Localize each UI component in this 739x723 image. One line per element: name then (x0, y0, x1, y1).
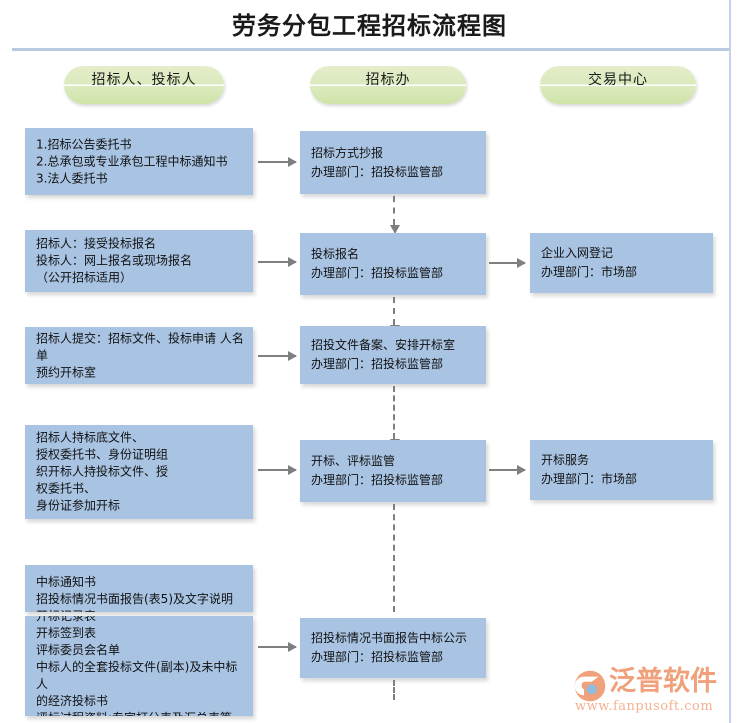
column-header-bid-office: 招标办 (310, 66, 466, 104)
step-box-r3c2[interactable]: 招投文件备案、安排开标室 办理部门：招投标监管部 (300, 326, 486, 384)
arrow-r5c1-to-r5c2 (258, 642, 297, 652)
step-box-r4c3-text: 开标服务 办理部门：市场部 (541, 453, 638, 486)
step-box-r4c1[interactable]: 招标人持标底文件、 授权委托书、身份证明组 织开标人持投标文件、授 权委托书、 … (25, 425, 253, 519)
arrow-r1c1-to-r1c2 (258, 157, 297, 167)
column-header-trading-center: 交易中心 (540, 66, 696, 104)
step-box-r4c3[interactable]: 开标服务 办理部门：市场部 (530, 440, 713, 500)
step-box-r2c1[interactable]: 招标人：接受投标报名 投标人：网上报名或现场报名 （公开招标适用） (25, 230, 253, 292)
step-box-r2c2[interactable]: 投标报名 办理部门：招投标监管部 (300, 233, 486, 295)
step-box-r4c1-text: 招标人持标底文件、 授权委托书、身份证明组 织开标人持投标文件、授 权委托书、 … (36, 430, 169, 513)
connector-r5c2-down (393, 680, 395, 700)
column-header-bidder-label: 招标人、投标人 (91, 72, 197, 88)
step-box-r1c2-text: 招标方式抄报 办理部门：招投标监管部 (311, 145, 444, 179)
column-header-bid-office-label: 招标办 (365, 72, 411, 88)
step-box-r2c2-text: 投标报名 办理部门：招投标监管部 (311, 247, 444, 280)
arrow-r2c2-to-r3c2 (390, 297, 400, 334)
brand-logo: 泛普软件 www.fanpusoft.com (573, 655, 723, 717)
column-header-trading-center-label: 交易中心 (588, 72, 648, 88)
step-box-r4c2-text: 开标、评标监管 办理部门：招投标监管部 (311, 454, 444, 487)
arrow-r3c1-to-r3c2 (258, 351, 297, 361)
step-box-r3c1[interactable]: 招标人提交：招标文件、投标申请 人名单 预约开标室 (25, 327, 253, 384)
arrow-r1c2-to-r2c2 (390, 196, 400, 234)
step-box-r1c2[interactable]: 招标方式抄报 办理部门：招投标监管部 (300, 131, 486, 194)
fanpu-logo-icon (574, 670, 606, 702)
step-box-r5c1-upper[interactable]: 中标通知书 招投标情况书面报告(表5)及文字说明 开标记录表 (25, 565, 253, 612)
step-box-r5c1-upper-text: 中标通知书 招投标情况书面报告(表5)及文字说明 开标记录表 (36, 575, 233, 612)
page-title: 劳务分包工程招标流程图 (232, 11, 507, 40)
step-box-r3c1-text: 招标人提交：招标文件、投标申请 人名单 预约开标室 (36, 331, 244, 379)
step-box-r2c1-text: 招标人：接受投标报名 投标人：网上报名或现场报名 （公开招标适用） (36, 236, 193, 285)
step-box-r5c2-text: 招投标情况书面报告中标公示 办理部门：招投标监管部 (311, 631, 468, 664)
arrow-r4c1-to-r4c2 (258, 465, 297, 475)
page-right-border (729, 0, 731, 723)
connector-r4c2-to-r5c2 (393, 504, 395, 612)
step-box-r5c1-lower-text: 开标记录表 开标签到表 评标委员会名单 中标人的全套投标文件(副本)及未中标人 … (36, 616, 238, 716)
brand-url: www.fanpusoft.com (575, 699, 714, 714)
step-box-r2c3[interactable]: 企业入网登记 办理部门：市场部 (530, 233, 713, 293)
step-box-r3c2-text: 招投文件备案、安排开标室 办理部门：招投标监管部 (311, 338, 456, 371)
step-box-r5c1-lower[interactable]: 开标记录表 开标签到表 评标委员会名单 中标人的全套投标文件(副本)及未中标人 … (25, 616, 253, 716)
step-box-r4c2[interactable]: 开标、评标监管 办理部门：招投标监管部 (300, 440, 486, 502)
arrow-r2c2-to-r2c3 (489, 258, 526, 268)
arrow-r2c1-to-r2c2 (258, 257, 297, 267)
step-box-r5c2[interactable]: 招投标情况书面报告中标公示 办理部门：招投标监管部 (300, 618, 486, 678)
arrow-r3c2-to-r4c2 (390, 386, 400, 448)
title-divider (12, 48, 730, 51)
step-box-r2c3-text: 企业入网登记 办理部门：市场部 (541, 246, 638, 279)
brand-name: 泛普软件 (609, 666, 717, 697)
step-box-r1c1-text: 1.招标公告委托书 2.总承包或专业承包工程中标通知书 3.法人委托书 (36, 137, 228, 185)
arrow-r4c2-to-r4c3 (489, 465, 526, 475)
column-header-bidder: 招标人、投标人 (64, 66, 224, 104)
step-box-r1c1[interactable]: 1.招标公告委托书 2.总承包或专业承包工程中标通知书 3.法人委托书 (25, 128, 253, 195)
